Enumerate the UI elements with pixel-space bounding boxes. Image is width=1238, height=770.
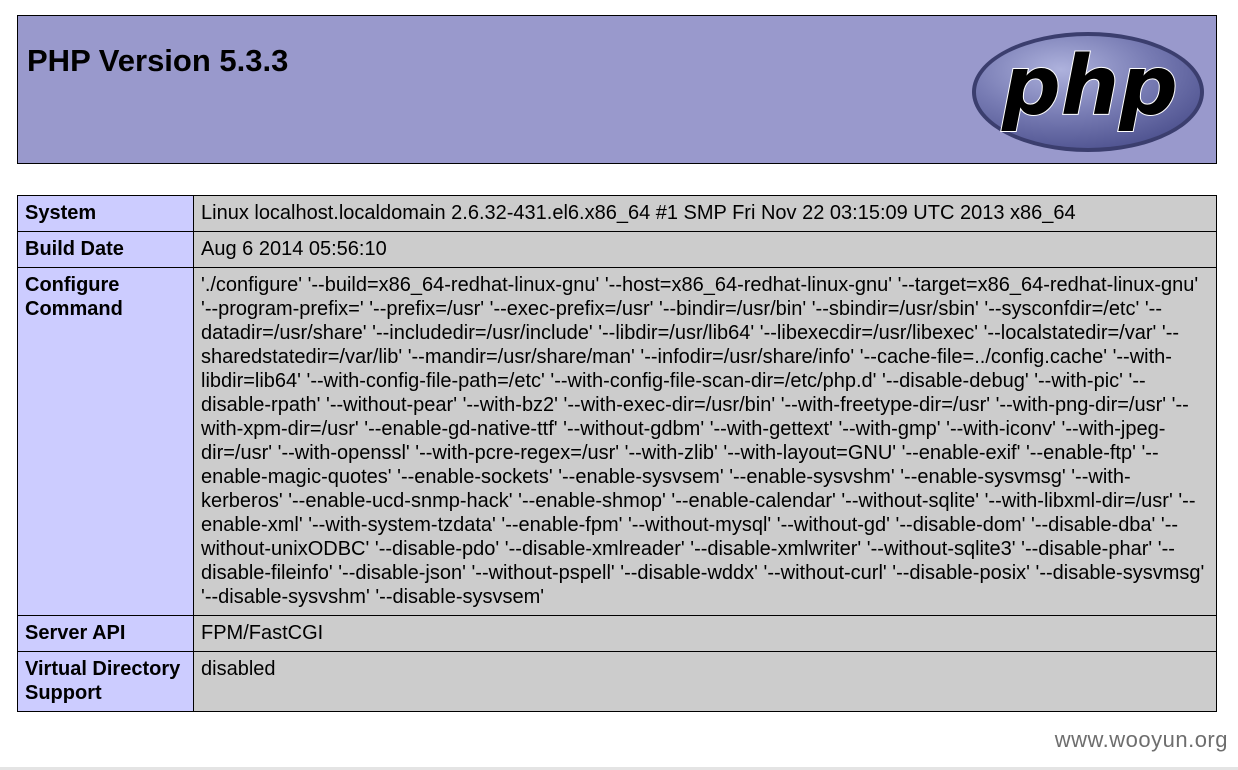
row-value: Aug 6 2014 05:56:10 — [193, 231, 1217, 268]
php-logo-icon: php — [972, 32, 1204, 152]
row-value: './configure' '--build=x86_64-redhat-lin… — [193, 267, 1217, 616]
row-key: Configure Command — [17, 267, 194, 616]
row-key: System — [17, 195, 194, 232]
row-value: Linux localhost.localdomain 2.6.32-431.e… — [193, 195, 1217, 232]
watermark-text: www.wooyun.org — [1054, 727, 1228, 752]
window-bottom-edge — [0, 767, 1238, 770]
row-key: Virtual Directory Support — [17, 651, 194, 712]
table-row: Configure Command'./configure' '--build=… — [17, 267, 1217, 616]
row-value: disabled — [193, 651, 1217, 712]
row-key: Server API — [17, 615, 194, 652]
row-value: FPM/FastCGI — [193, 615, 1217, 652]
php-logo-text: php — [1001, 39, 1178, 134]
page-title: PHP Version 5.3.3 — [27, 43, 289, 78]
header-banner: PHP Version 5.3.3 php — [17, 15, 1217, 164]
row-key: Build Date — [17, 231, 194, 268]
